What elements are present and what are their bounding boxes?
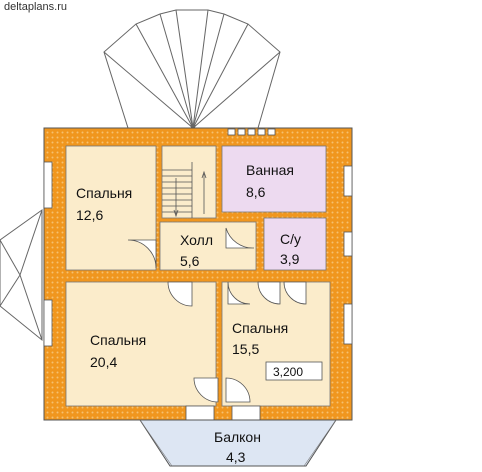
balcony-rail-left (139, 419, 173, 467)
balcony-rail-right (303, 419, 337, 467)
bathroom-area: 8,6 (246, 184, 266, 200)
fan-canopy (103, 9, 281, 129)
site-watermark: deltaplans.ru (4, 1, 67, 13)
bedroom-1-area: 12,6 (76, 207, 103, 223)
bedroom-2-name: Спальня (90, 332, 146, 348)
balcony (139, 419, 337, 467)
left-bay-roof (0, 209, 43, 342)
bedroom-2-area: 20,4 (90, 354, 117, 370)
windows (43, 128, 353, 347)
level-mark: 3,200 (273, 365, 303, 379)
bedroom-3-area: 15,5 (232, 341, 259, 357)
bedroom-1-floor (65, 145, 157, 271)
bedroom-1-name: Спальня (76, 185, 132, 201)
wc-area: 3,9 (280, 251, 300, 267)
bathroom-name: Ванная (246, 162, 294, 178)
wc-floor (263, 217, 327, 271)
balcony-name: Балкон (214, 429, 261, 445)
hall-name: Холл (180, 232, 213, 248)
bathroom-floor (221, 145, 327, 213)
wc-name: С/у (280, 231, 301, 247)
balcony-area: 4,3 (226, 449, 246, 465)
hall-area: 5,6 (180, 253, 200, 269)
level-mark-box (265, 361, 323, 381)
bedroom-3-name: Спальня (232, 320, 288, 336)
doors (127, 227, 307, 421)
staircase (162, 162, 207, 218)
